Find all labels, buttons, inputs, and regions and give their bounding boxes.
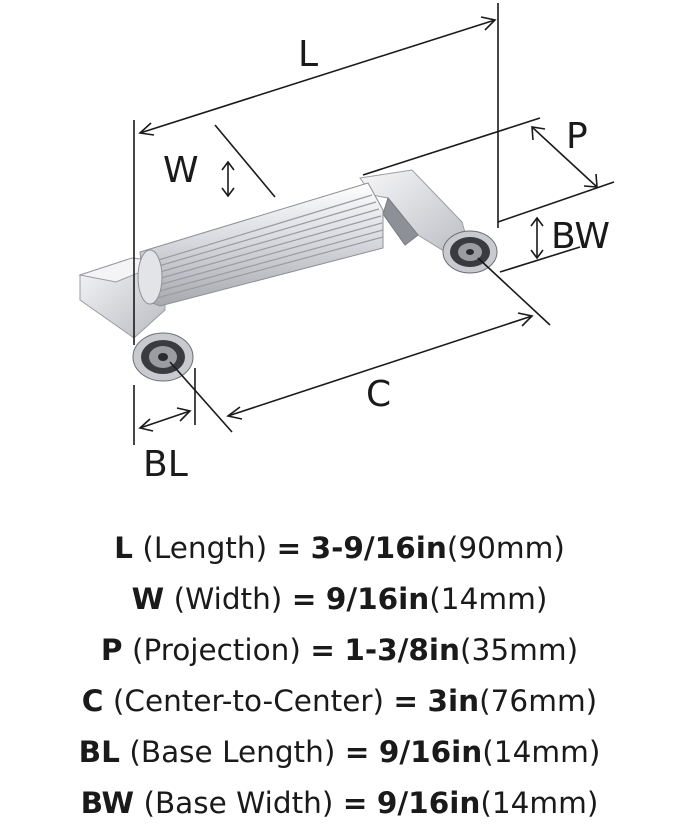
spec-letter: W — [131, 582, 165, 616]
spec-equals: = — [310, 633, 335, 667]
spec-base-length: BL (Base Length) = 9/16in(14mm) — [0, 727, 679, 778]
fluted-bar — [139, 182, 384, 307]
spec-letter: BL — [78, 735, 120, 769]
spec-metric: (14mm) — [429, 582, 548, 616]
dimension-lines — [133, 3, 615, 445]
spec-metric: (76mm) — [479, 684, 598, 718]
bar-grooves — [151, 194, 384, 299]
spec-length: L (Length) = 3-9/16in(90mm) — [0, 523, 679, 574]
label-center: C — [366, 374, 391, 415]
handle-body — [78, 169, 498, 382]
spec-name: (Width) — [173, 582, 283, 616]
label-width: W — [163, 150, 199, 191]
spec-imperial: 9/16in — [378, 735, 483, 769]
spec-metric: (35mm) — [460, 633, 579, 667]
spec-name: (Base Length) — [129, 735, 336, 769]
spec-width: W (Width) = 9/16in(14mm) — [0, 574, 679, 625]
right-screw-post — [442, 230, 498, 274]
spec-equals: = — [393, 684, 419, 718]
right-leg-inner — [382, 196, 419, 246]
spec-name: (Projection) — [131, 633, 301, 667]
spec-letter: BW — [80, 786, 135, 820]
spec-equals: = — [291, 582, 317, 616]
left-screw-post — [132, 332, 194, 382]
spec-equals: = — [342, 786, 368, 820]
spec-imperial: 9/16in — [376, 786, 481, 820]
label-projection: P — [566, 116, 588, 157]
length-dimension-line — [139, 19, 496, 134]
spec-letter: P — [100, 633, 123, 667]
spec-name: (Length) — [142, 531, 268, 565]
spec-metric: (90mm) — [446, 531, 565, 565]
spec-base-width: BW (Base Width) = 9/16in(14mm) — [0, 778, 679, 829]
base-length-dimension-line — [139, 410, 191, 429]
spec-center-to-center: C (Center-to-Center) = 3in(76mm) — [0, 676, 679, 727]
pull-handle-diagram: L W P BW C BL — [78, 3, 615, 485]
label-base-width: BW — [551, 216, 610, 257]
projection-dimension-line — [531, 126, 598, 188]
spec-list: L (Length) = 3-9/16in(90mm) W (Width) = … — [0, 523, 679, 829]
spec-equals: = — [344, 735, 370, 769]
bar-end-cap — [137, 249, 163, 305]
spec-name: (Base Width) — [143, 786, 334, 820]
spec-equals: = — [276, 531, 302, 565]
spec-imperial: 9/16in — [325, 582, 430, 616]
spec-name: (Center-to-Center) — [112, 684, 385, 718]
dimension-labels: L W P BW C BL — [143, 34, 610, 485]
center-dimension-line — [227, 315, 533, 417]
spec-imperial: 3in — [427, 684, 480, 718]
spec-imperial: 3-9/16in — [310, 531, 447, 565]
spec-letter: C — [81, 684, 104, 718]
spec-letter: L — [114, 531, 133, 565]
spec-metric: (14mm) — [482, 735, 601, 769]
spec-imperial: 1-3/8in — [344, 633, 461, 667]
label-base-length: BL — [143, 444, 188, 485]
spec-metric: (14mm) — [480, 786, 599, 820]
label-length: L — [298, 34, 318, 75]
spec-projection: P (Projection) = 1-3/8in(35mm) — [0, 625, 679, 676]
